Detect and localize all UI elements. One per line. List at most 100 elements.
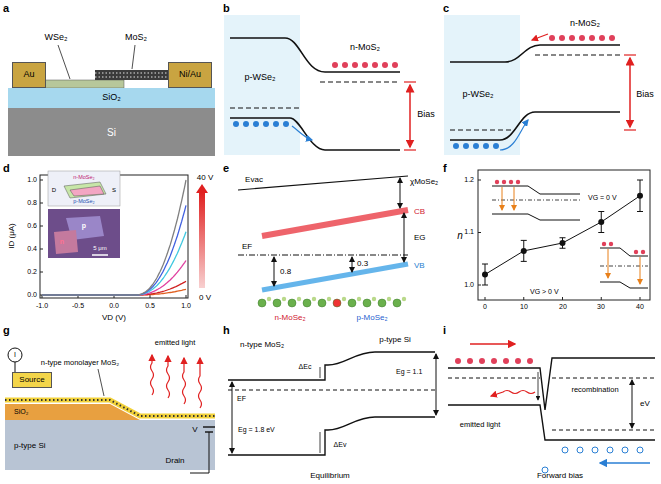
lattice-atom bbox=[327, 297, 331, 301]
panel-c-bands-part-part bbox=[599, 35, 605, 41]
figure-label: p-WSe₂ bbox=[245, 73, 276, 83]
panel-h-bands-part bbox=[320, 367, 321, 378]
figure-label: 0.5 bbox=[145, 302, 155, 310]
figure-label: n-MoSe₂ bbox=[274, 314, 305, 323]
lattice-atom bbox=[393, 299, 401, 307]
iv-curve bbox=[42, 232, 186, 295]
panel-b-bands-part bbox=[230, 107, 300, 108]
panel-g-device-part bbox=[5, 420, 215, 470]
figure-label: 0.4 bbox=[27, 245, 37, 253]
node-text: SiO₂ bbox=[102, 93, 121, 103]
panel-a-device-part bbox=[95, 72, 171, 74]
axis-tick bbox=[478, 232, 481, 233]
panel-c-bands-part-part bbox=[609, 35, 615, 41]
figure-label: p-MoSe₂ bbox=[356, 314, 387, 323]
panel-h-bands-part bbox=[328, 417, 435, 430]
panel-c-bands-part-part bbox=[559, 35, 565, 41]
panel-b-bands-part bbox=[224, 15, 300, 155]
panel-i-bands-part-part bbox=[562, 447, 568, 453]
panel-g-device-part bbox=[5, 400, 215, 416]
figure-label: WSe₂ bbox=[45, 33, 68, 43]
figure-label: p-MoSe₂ bbox=[73, 198, 94, 204]
axis-tick bbox=[523, 297, 524, 300]
error-bar bbox=[560, 237, 566, 238]
panel-d-plot-part bbox=[48, 209, 120, 258]
panel-c-bands-part-part bbox=[493, 143, 499, 149]
lattice-atom bbox=[348, 299, 356, 307]
panel-c-bands-part bbox=[500, 120, 528, 150]
figure-label: 1.0 bbox=[464, 281, 474, 289]
figure-label: 0.6 bbox=[27, 222, 37, 230]
figure-label: VD (V) bbox=[102, 314, 126, 323]
panel-f-plot-part bbox=[492, 186, 580, 194]
figure-label: Eg = 1.8 eV bbox=[238, 426, 275, 434]
axis-tick bbox=[40, 180, 43, 181]
axis-tick bbox=[562, 297, 563, 300]
panel-b-bands-part-part bbox=[392, 62, 398, 68]
panel-g-device-part-part bbox=[151, 355, 154, 395]
iv-curve bbox=[42, 289, 186, 295]
figure-label: SiO₂ bbox=[14, 408, 28, 416]
figure-label: I bbox=[14, 351, 16, 359]
figure-label: ID (μA) bbox=[8, 223, 17, 249]
panel-c-bands bbox=[444, 15, 636, 155]
panel-d-plot-part bbox=[54, 230, 78, 254]
iv-curve bbox=[42, 261, 186, 296]
panel-f-plot-part-part bbox=[509, 180, 513, 184]
panel-d-plot-part bbox=[196, 184, 208, 193]
panel-b-bands-part-part bbox=[263, 121, 269, 127]
figure-label: n-MoSe₂ bbox=[73, 174, 94, 180]
panel-c-bands-part bbox=[629, 58, 631, 127]
lattice-atom bbox=[342, 297, 346, 301]
figure-label: eV bbox=[640, 400, 650, 409]
panel-letter: e bbox=[223, 162, 229, 174]
lattice-atom bbox=[267, 297, 271, 301]
lattice-atom bbox=[288, 299, 296, 307]
axis-tick bbox=[601, 297, 602, 300]
figure-label: 30 bbox=[597, 303, 605, 311]
figure-label: EF bbox=[242, 243, 252, 252]
node-text: Ni/Au bbox=[179, 70, 201, 80]
figure-label: 0.8 bbox=[27, 199, 37, 207]
panel-f-plot-part bbox=[478, 170, 650, 300]
axis-tick bbox=[186, 295, 187, 298]
panel-i-bands-part-part bbox=[637, 447, 643, 453]
figure-label: 40 bbox=[636, 303, 644, 311]
panel-b-bands-part-part bbox=[362, 62, 368, 68]
data-point bbox=[482, 272, 488, 278]
panel-f-plot-part bbox=[495, 180, 520, 184]
panel-d-plot-part bbox=[64, 182, 106, 198]
panel-c-bands-part-part bbox=[549, 35, 555, 41]
figure-label: VB bbox=[414, 262, 425, 271]
panel-d-plot-part bbox=[48, 171, 120, 206]
panel-a-device-part bbox=[44, 80, 124, 88]
panel-g-device-part bbox=[190, 432, 209, 473]
panel-c-bands-part bbox=[450, 112, 620, 140]
lattice-atom bbox=[333, 299, 341, 307]
panel-e-bands-part bbox=[238, 255, 408, 256]
panel-i-bands-part-part bbox=[467, 358, 473, 364]
panel-h-bands bbox=[228, 352, 436, 455]
substrate-layer: Si bbox=[8, 108, 215, 156]
panel-g-device-part-part bbox=[183, 358, 186, 404]
figure-label: Equilibrium bbox=[310, 472, 350, 481]
axis-tick bbox=[150, 295, 151, 298]
figure-label: 1.2 bbox=[464, 176, 474, 184]
panel-b-bands-part bbox=[230, 118, 400, 150]
panel-b-bands-part-part bbox=[382, 62, 388, 68]
axis-tick bbox=[40, 272, 43, 273]
panel-i-bands-part bbox=[538, 372, 539, 400]
data-line bbox=[485, 196, 640, 275]
panel-h-bands-part bbox=[232, 382, 233, 453]
panel-e-bands-part bbox=[274, 257, 275, 286]
panel-b-bands-part-part bbox=[332, 62, 338, 68]
lattice-atom bbox=[312, 297, 316, 301]
error-bar bbox=[560, 248, 566, 249]
figure-label: recombination bbox=[571, 386, 618, 394]
panel-c-bands-part bbox=[535, 54, 620, 55]
figure-label: 1.0 bbox=[181, 302, 191, 310]
data-point bbox=[637, 193, 643, 199]
panel-i-bands-part bbox=[632, 380, 633, 428]
figure-label: p-type Si bbox=[379, 336, 411, 345]
panel-b-bands-part bbox=[404, 149, 416, 150]
